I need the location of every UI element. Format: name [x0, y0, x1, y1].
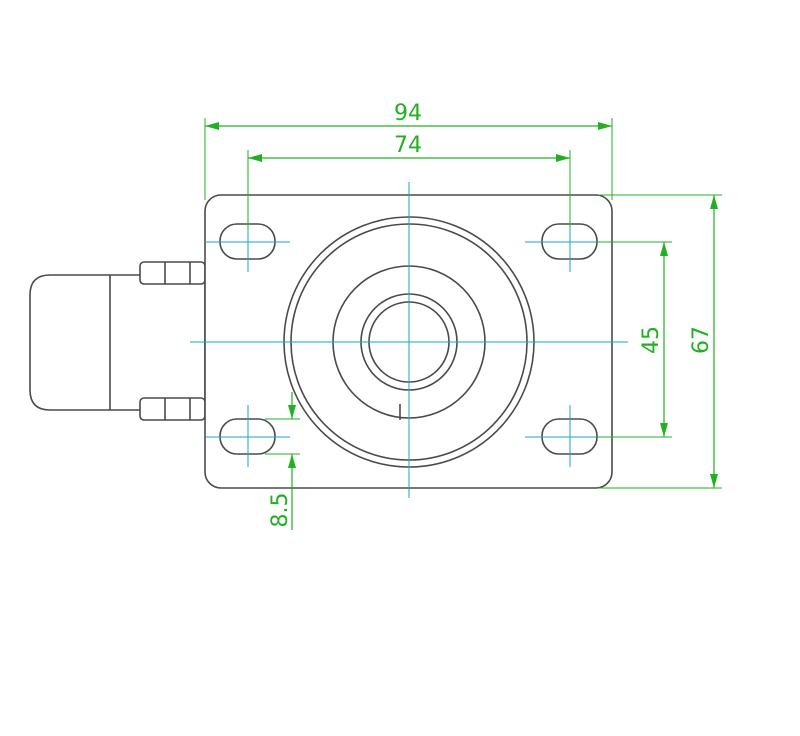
dimension-hole-spacing-x-label: 74 [394, 133, 422, 158]
wheel [29, 274, 206, 411]
dimension-slot: 8.5 [265, 392, 300, 530]
dimension-overall-height-label: 67 [689, 326, 714, 354]
fork-bracket-top [139, 261, 206, 285]
dimension-hole-spacing-y-label: 45 [639, 326, 664, 354]
dimension-hole-spacing-x: 74 [247, 133, 571, 228]
fork-bracket-bottom [139, 397, 206, 421]
dimension-overall-width: 94 [204, 101, 613, 200]
centerlines [190, 182, 628, 498]
dimension-hole-spacing-y: 45 [595, 241, 672, 438]
dimension-overall-height: 67 [598, 194, 722, 489]
dimension-overall-width-label: 94 [394, 101, 422, 126]
dimension-slot-label: 8.5 [268, 493, 293, 528]
